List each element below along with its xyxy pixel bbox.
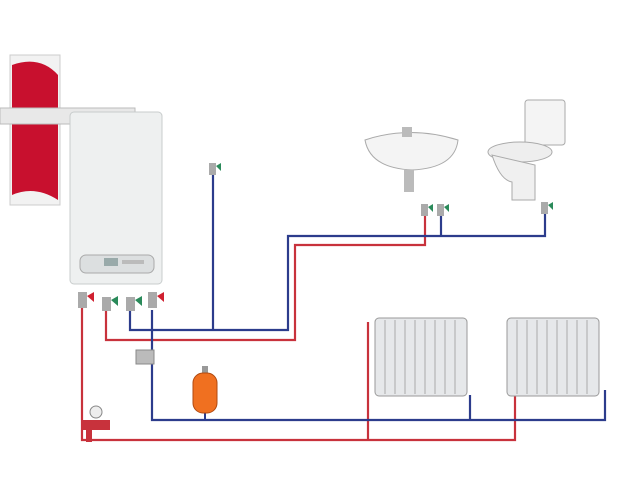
safety-group (82, 405, 110, 442)
valve-icon (421, 204, 433, 216)
valve-icon (437, 204, 449, 216)
radiator (374, 317, 468, 397)
expansion-tank (192, 366, 218, 420)
valve-icon (541, 202, 553, 214)
cold-pipes (128, 175, 607, 422)
valve-icon (126, 296, 142, 311)
boiler (69, 111, 163, 285)
chimney (0, 54, 136, 206)
washbasin (364, 127, 459, 192)
valves (78, 163, 553, 311)
valve-icon (78, 292, 94, 308)
toilet (487, 99, 566, 201)
filter (135, 349, 155, 365)
radiator (506, 317, 600, 397)
valve-icon (209, 163, 221, 175)
valve-icon (102, 296, 118, 311)
valve-icon (148, 292, 164, 308)
